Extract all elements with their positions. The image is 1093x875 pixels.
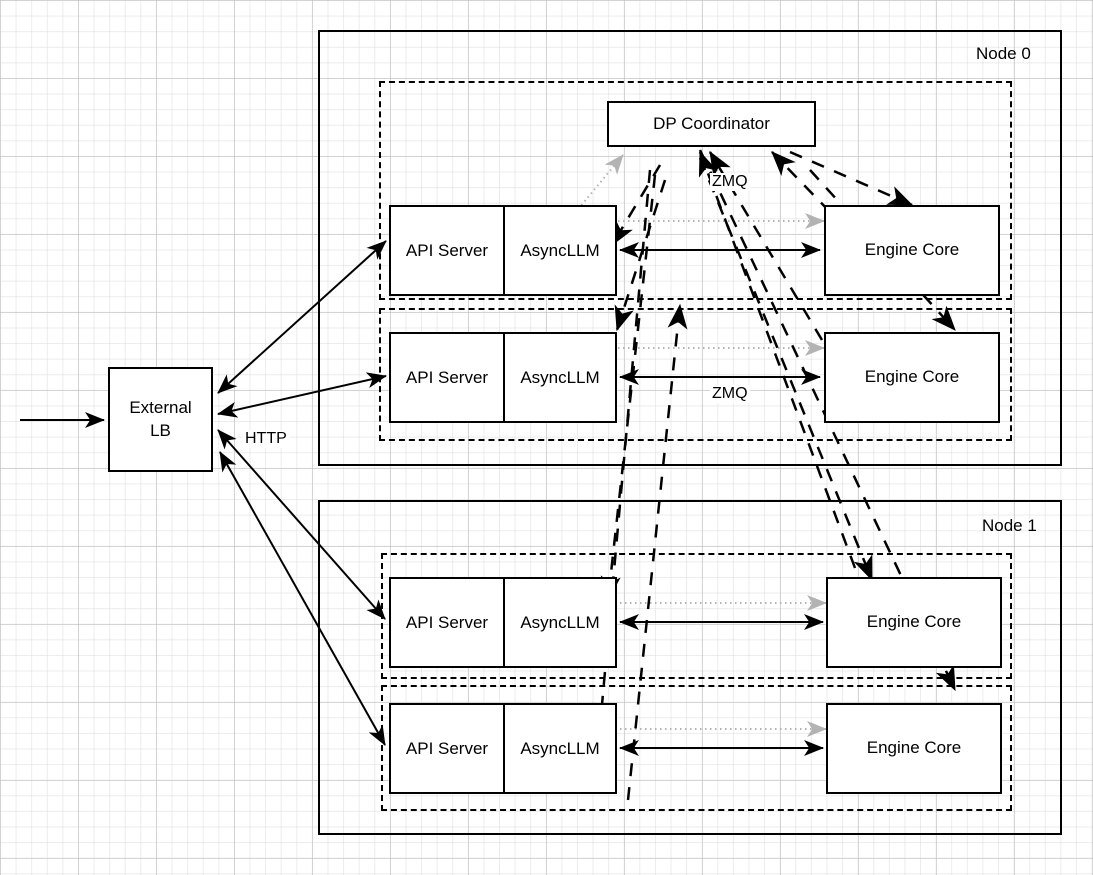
node1-group-1-container (381, 685, 1012, 811)
node0-group-0-engine-core[interactable]: Engine Core (824, 205, 1000, 296)
node1-group-0-async-llm[interactable]: AsyncLLM (520, 612, 600, 632)
node1-group-1-async-llm[interactable]: AsyncLLM (520, 738, 600, 758)
node1-group-1-server-unit[interactable]: API Server AsyncLLM (389, 703, 617, 794)
node0-group-0-container (379, 81, 1012, 300)
external-lb-label-line1: External (129, 397, 192, 417)
node0-group-1-api-server[interactable]: API Server (391, 334, 505, 421)
node-0-container (318, 30, 1062, 466)
zmq-label-top: ZMQ (710, 173, 750, 191)
node1-group-0-api-server[interactable]: API Server (391, 579, 505, 666)
node0-group-1-container (379, 308, 1012, 441)
node0-group-0-api-server[interactable]: API Server (391, 207, 505, 294)
node0-group-1-server-unit[interactable]: API Server AsyncLLM (389, 332, 617, 423)
node0-group-1-async-llm[interactable]: AsyncLLM (520, 367, 600, 387)
external-lb-label-line2: LB (150, 420, 171, 440)
zmq-label-bottom: ZMQ (710, 385, 750, 403)
node1-group-0-engine-core[interactable]: Engine Core (826, 577, 1002, 668)
node0-group-0-server-unit[interactable]: API Server AsyncLLM (389, 205, 617, 296)
node1-group-1-api-server[interactable]: API Server (391, 705, 505, 792)
node1-group-0-server-unit[interactable]: API Server AsyncLLM (389, 577, 617, 668)
node1-group-0-container (381, 553, 1012, 679)
node0-group-1-engine-core[interactable]: Engine Core (824, 332, 1000, 423)
node1-group-1-engine-core[interactable]: Engine Core (826, 703, 1002, 794)
node-1-label: Node 1 (982, 516, 1037, 535)
node-0-label: Node 0 (976, 44, 1031, 63)
external-lb-box[interactable]: External LB (108, 367, 213, 472)
node-1-container (318, 500, 1062, 835)
node0-group-0-async-llm[interactable]: AsyncLLM (520, 240, 600, 260)
http-label: HTTP (243, 430, 289, 448)
dp-coordinator-box[interactable]: DP Coordinator (607, 101, 816, 147)
